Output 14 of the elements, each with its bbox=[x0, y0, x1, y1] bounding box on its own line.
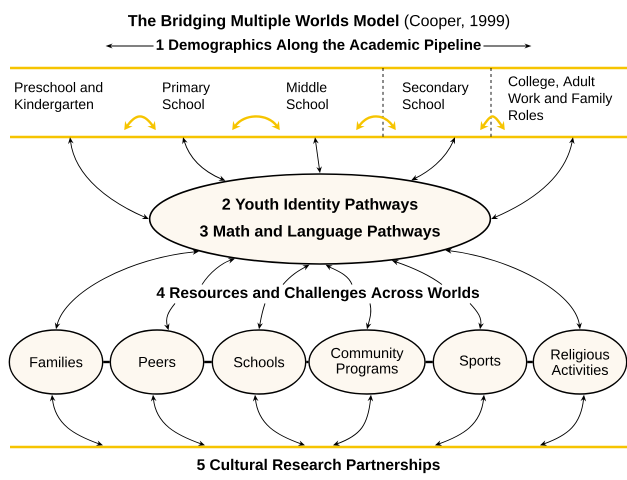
stage-label: Middle School bbox=[286, 82, 328, 110]
connector-line bbox=[426, 360, 433, 364]
stage-label: College, Adult Work and Family Roles bbox=[508, 76, 612, 120]
connector-line bbox=[103, 360, 110, 364]
connector-line bbox=[204, 360, 212, 364]
band-heading: 1 Demographics Along the Academic Pipeline bbox=[156, 39, 481, 53]
heading: 4 Resources and Challenges Across Worlds bbox=[156, 286, 479, 302]
stage-label: Primary School bbox=[162, 82, 210, 110]
stage-label: Preschool and Kindergarten bbox=[15, 82, 102, 112]
title: The Bridging Multiple Worlds Model (Cooper, 1999) bbox=[128, 14, 510, 30]
connector-line bbox=[306, 360, 308, 364]
stage-label: Secondary School bbox=[402, 82, 469, 110]
connector-line bbox=[527, 360, 533, 364]
band-heading: 5 Cultural Research Partnerships bbox=[197, 458, 440, 474]
